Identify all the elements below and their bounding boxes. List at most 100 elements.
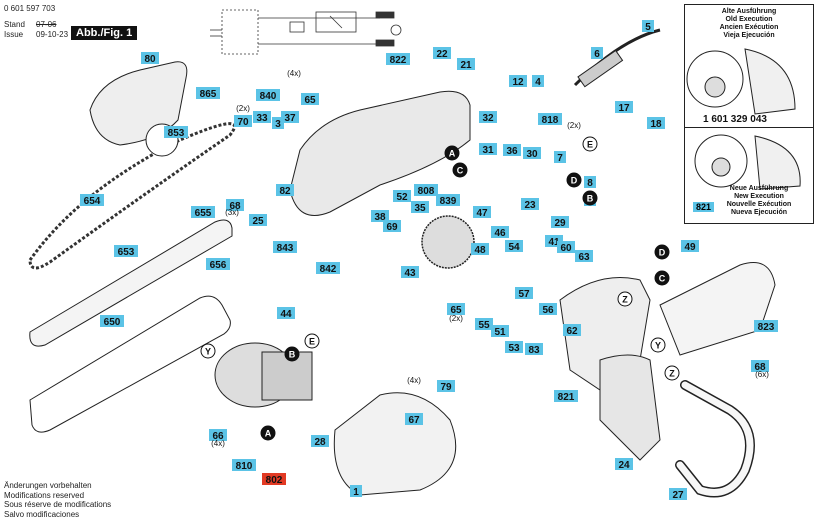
part-label-box (505, 341, 523, 353)
part-label-box (350, 485, 362, 497)
issue-label: Issue (4, 30, 24, 39)
reference-letter-circle (260, 425, 276, 441)
part-label: 654 (84, 196, 101, 207)
reference-letter: B (289, 350, 296, 360)
part-label-box (532, 75, 544, 87)
note-es: Salvo modificaciones (4, 509, 80, 519)
part-label-box (505, 240, 523, 252)
old-part-number: 1 601 329 043 (703, 114, 767, 125)
part-label: 79 (440, 382, 452, 393)
part-label-box (647, 117, 665, 129)
reference-letter-circle (452, 162, 468, 178)
reference-letter: A (265, 429, 272, 439)
new-part-label: 821 (693, 202, 715, 212)
part-label-box (393, 190, 411, 202)
part-label: 55 (478, 320, 490, 331)
part-label-box (232, 459, 256, 471)
reference-letter: Z (669, 369, 675, 379)
part-label-box (262, 473, 286, 485)
reference-letter: D (571, 176, 578, 186)
footer-note: Änderungen vorbehalten Modifications res… (4, 481, 111, 519)
figure-tag: Abb./Fig. 1 (71, 26, 138, 40)
part-label: 23 (524, 200, 536, 211)
part-label-box (681, 240, 699, 252)
part-label: 4 (535, 77, 541, 88)
part-label-box (509, 75, 527, 87)
part-label: 7 (557, 153, 563, 164)
rear-handle (599, 354, 661, 461)
reference-letter: Y (205, 347, 211, 357)
part-label: 52 (396, 192, 408, 203)
cable-sleeve (577, 49, 624, 88)
part-label-box (249, 214, 267, 226)
part-quantity: (4x) (211, 439, 225, 448)
reference-letter-circle (582, 136, 598, 152)
reference-letter: Z (622, 295, 628, 305)
part-label: 49 (684, 242, 696, 253)
part-label: 24 (618, 460, 630, 471)
part-label: 650 (104, 317, 121, 328)
part-label: 60 (560, 243, 572, 254)
part-label: 44 (280, 309, 292, 320)
part-label-box (447, 303, 465, 315)
part-label: 67 (408, 415, 420, 426)
old-execution-drawing (686, 48, 796, 115)
part-label-box (277, 307, 295, 319)
part-label-box (471, 243, 489, 255)
reference-letter: A (449, 149, 456, 159)
part-label-box (642, 20, 654, 32)
part-label-box (575, 250, 593, 262)
old-title-fr: Ancien Exécution (719, 24, 779, 31)
issue-value: 09-10-23 (36, 30, 69, 39)
part-label: 802 (266, 475, 283, 486)
part-label-box (276, 184, 294, 196)
part-label-box (591, 47, 603, 59)
part-label: 17 (618, 103, 630, 114)
part-label: 6 (594, 49, 600, 60)
stand-value: 07-06 (36, 20, 57, 29)
part-label-box (196, 87, 220, 99)
part-quantity: (3x) (225, 208, 239, 217)
new-title-en: New Execution (734, 193, 784, 200)
part-label: 3 (275, 119, 281, 130)
part-label: 840 (260, 91, 277, 102)
part-label-box (539, 303, 557, 315)
part-label-box (538, 113, 562, 125)
part-label-box (551, 216, 569, 228)
part-label: 32 (482, 113, 494, 124)
part-quantity: (2x) (449, 314, 463, 323)
part-label: 38 (374, 212, 386, 223)
saw-chain (28, 122, 236, 270)
reference-letter: C (659, 274, 666, 284)
part-label: 66 (212, 431, 224, 442)
part-label-box (272, 117, 284, 129)
part-label: 656 (210, 260, 227, 271)
reference-letter-circle (200, 343, 216, 359)
part-label: 70 (237, 117, 249, 128)
part-label-box (316, 262, 340, 274)
part-label: 823 (758, 322, 775, 333)
part-label: 46 (494, 228, 506, 239)
part-label-box (754, 320, 778, 332)
part-label-box (525, 343, 543, 355)
part-label-box (503, 144, 521, 156)
part-label-box (234, 115, 252, 127)
part-label: 18 (650, 119, 662, 130)
new-title-de: Neue Ausführung (729, 185, 789, 192)
part-label: 822 (390, 55, 407, 66)
part-label: 53 (508, 343, 520, 354)
reference-letter: Y (655, 341, 661, 351)
reference-letter-circle (582, 190, 598, 206)
part-label: 21 (460, 60, 472, 71)
part-label: 36 (506, 146, 518, 157)
part-label-box (209, 429, 227, 441)
part-label: 57 (518, 289, 530, 300)
part-label: 33 (256, 113, 268, 124)
old-title-es: Vieja Ejecución (723, 32, 775, 39)
part-label: 47 (476, 208, 488, 219)
part-label-box (475, 318, 493, 330)
part-label-box (256, 89, 280, 101)
part-label-box (206, 258, 230, 270)
reference-letter-circle (566, 172, 582, 188)
part-label-box (473, 206, 491, 218)
